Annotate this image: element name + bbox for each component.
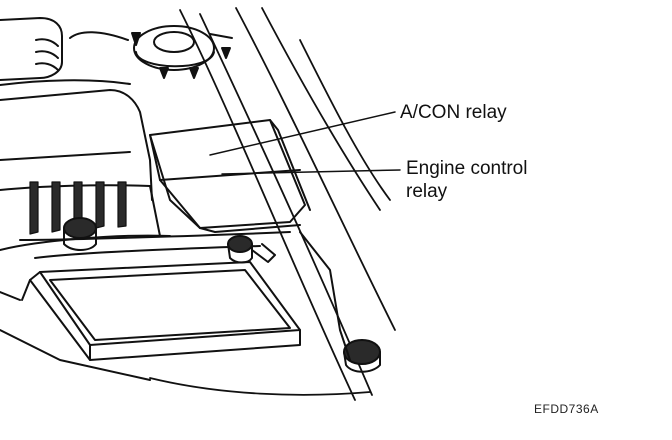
figure-code: EFDD736A bbox=[534, 402, 599, 416]
battery bbox=[19, 231, 301, 361]
battery-terminals bbox=[63, 217, 276, 264]
engine-control-relay-label-line1: Engine control bbox=[406, 158, 528, 179]
acon-relay-label: A/CON relay bbox=[400, 102, 507, 123]
acon-relay-leader bbox=[209, 111, 396, 156]
engine-control-relay-label: Engine control relay bbox=[406, 157, 527, 203]
washer-cap bbox=[343, 339, 381, 373]
strut-tower bbox=[69, 25, 233, 79]
top-left-component bbox=[0, 17, 131, 86]
air-cleaner-ribs bbox=[29, 181, 127, 235]
callout-leaders bbox=[209, 111, 401, 175]
relay-box bbox=[149, 119, 311, 233]
engine-control-relay-label-line2: relay bbox=[406, 181, 448, 202]
engine-control-relay-leader bbox=[221, 169, 401, 175]
fender-curves bbox=[149, 7, 396, 401]
lower-structure bbox=[0, 231, 351, 381]
